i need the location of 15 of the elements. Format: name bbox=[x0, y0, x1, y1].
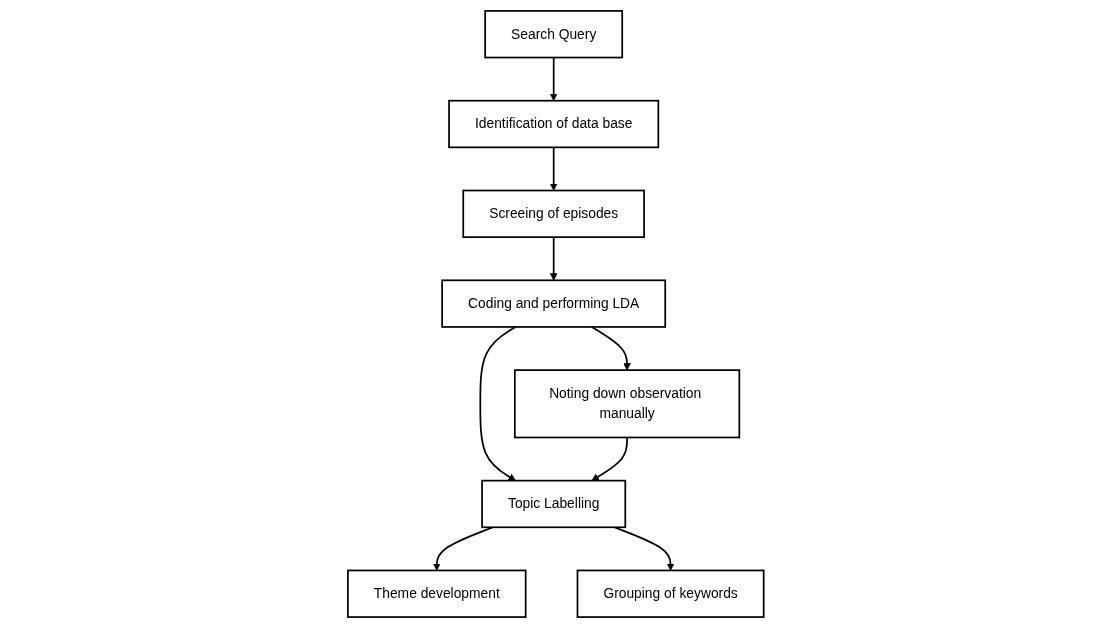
node-box: Theme development bbox=[347, 569, 527, 618]
node-box: Identification of data base bbox=[448, 99, 660, 149]
arrow bbox=[591, 436, 629, 481]
arrow bbox=[550, 146, 558, 191]
arrow bbox=[591, 326, 632, 371]
node-box: Grouping of keywords bbox=[576, 569, 765, 618]
arrow bbox=[550, 236, 558, 281]
arrow bbox=[479, 326, 517, 481]
node-box: Noting down observation manually bbox=[514, 369, 741, 439]
arrow bbox=[613, 526, 675, 571]
node-box: Screeing of episodes bbox=[462, 189, 646, 238]
node-box: Search Query bbox=[484, 10, 624, 59]
node-box: Coding and performing LDA bbox=[441, 279, 667, 328]
arrow bbox=[550, 56, 558, 102]
node-box: Topic Labelling bbox=[481, 479, 627, 529]
